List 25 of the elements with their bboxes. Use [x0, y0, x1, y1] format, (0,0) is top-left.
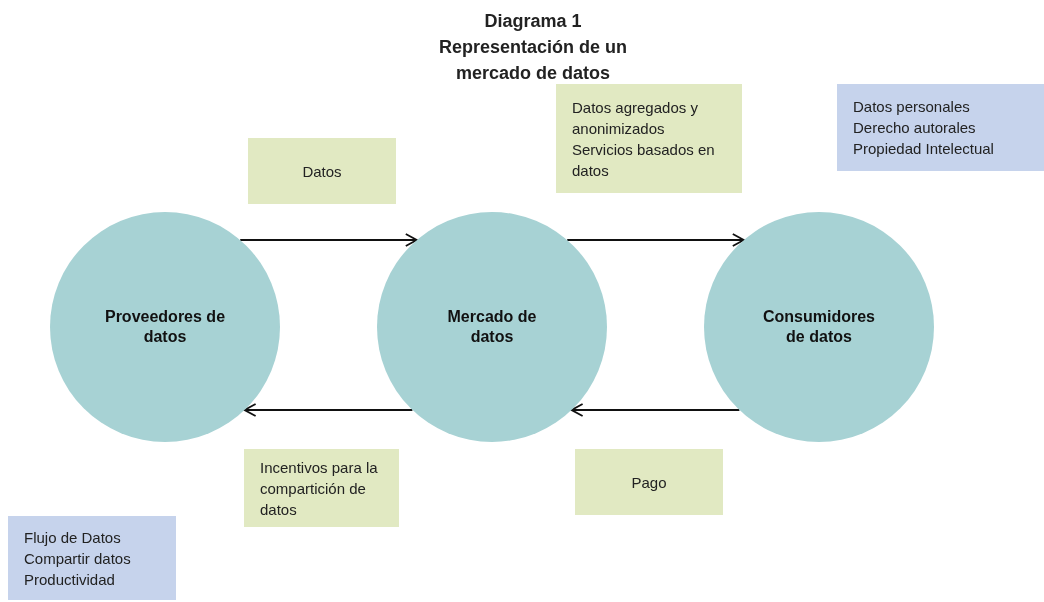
box-text: Derecho autorales — [853, 118, 977, 138]
text-box — [8, 516, 176, 600]
box-text: Datos — [302, 161, 342, 182]
box-text: Flujo de Datos — [24, 527, 122, 548]
box-text: Incentivos para la compartición de datos — [260, 457, 379, 520]
text-box — [248, 138, 396, 204]
node-label: Mercado de datos — [446, 307, 538, 347]
text-box — [556, 84, 742, 193]
box-text: Datos agregados y anonimizados — [572, 97, 699, 139]
arrow — [566, 233, 745, 247]
arrow — [239, 233, 418, 247]
box-text: Propiedad Intelectual — [853, 139, 995, 159]
box-text: Pago — [631, 472, 667, 493]
node-label: Proveedores de datos — [103, 307, 227, 347]
arrow — [243, 403, 414, 417]
box-text: Compartir datos — [24, 548, 132, 569]
box-text: Datos personales — [853, 97, 971, 117]
text-box — [837, 84, 1044, 171]
arrow — [570, 403, 741, 417]
text-box — [575, 449, 723, 515]
box-text: Productividad — [24, 569, 116, 590]
diagram-title: Diagrama 1 Representación de un mercado de datos — [437, 10, 628, 85]
box-text: Servicios basados en datos — [572, 139, 716, 181]
text-box — [244, 449, 399, 527]
node-label: Consumidores de datos — [762, 307, 876, 347]
